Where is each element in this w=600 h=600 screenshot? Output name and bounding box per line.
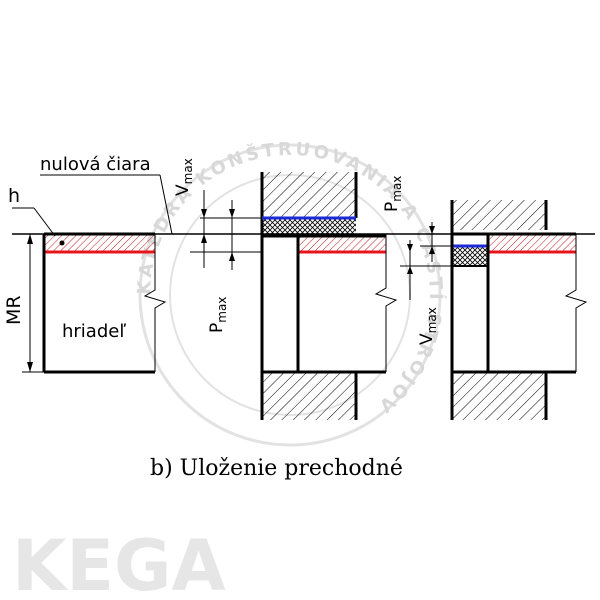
- right-p-max-label: P: [382, 202, 402, 212]
- svg-text:Pmax: Pmax: [207, 297, 229, 333]
- zero-line-label: nulová čiara: [40, 154, 151, 175]
- p-max-sub: max: [215, 297, 229, 323]
- shaft-tolerance-zone: [44, 234, 155, 252]
- middle-dimensions: [190, 190, 262, 270]
- break-line: [143, 234, 167, 372]
- svg-text:Vmax: Vmax: [173, 158, 195, 196]
- hole-tolerance-zone: [262, 218, 356, 236]
- v-max-label: V: [173, 184, 193, 196]
- h-label: h: [8, 185, 20, 207]
- svg-text:Pmax: Pmax: [382, 176, 404, 212]
- right-assembly: [450, 200, 588, 420]
- mr-dimension: [22, 234, 44, 373]
- svg-text:Vmax: Vmax: [417, 307, 439, 345]
- kega-logo: KEGA: [12, 525, 226, 600]
- right-dimensions: [400, 222, 452, 300]
- left-shaft: [42, 232, 167, 374]
- mr-label: MR: [3, 295, 25, 325]
- middle-assembly: [260, 172, 398, 420]
- right-v-max-sub: max: [425, 307, 439, 333]
- right-p-max-sub: max: [390, 176, 404, 202]
- figure-caption: b) Uloženie prechodné: [150, 456, 403, 481]
- right-v-max-label: V: [417, 333, 437, 345]
- zero-line-leader-diag: [159, 174, 173, 235]
- p-max-label: P: [207, 323, 227, 333]
- shaft-label: hriadeľ: [62, 321, 126, 342]
- v-max-sub: max: [181, 158, 195, 184]
- h-leader-diag: [33, 207, 56, 237]
